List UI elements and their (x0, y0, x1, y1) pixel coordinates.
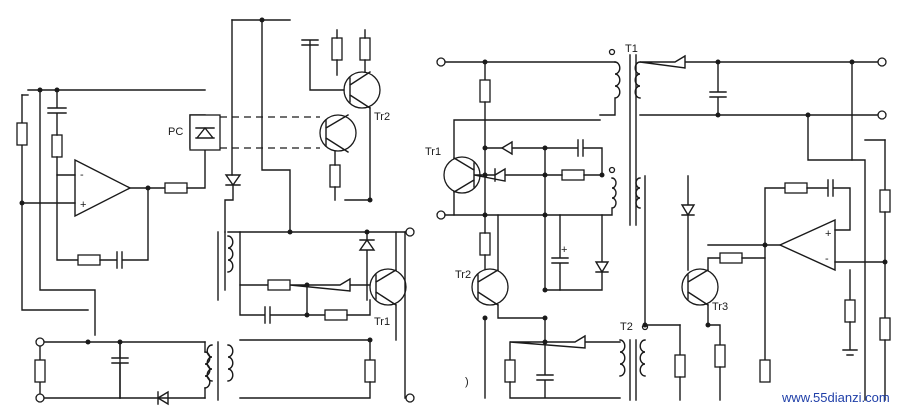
terminal-right-in-top (436, 57, 446, 67)
paren-mark: ) (465, 376, 469, 388)
t1-label: T1 (625, 43, 638, 55)
terminal-left-in-top (35, 337, 45, 347)
t2-label: T2 (620, 321, 633, 333)
tr3-label: Tr3 (712, 301, 728, 313)
opamp-right (778, 218, 836, 272)
resistor-opamp-out (759, 359, 771, 383)
resistor-tr3-base (719, 252, 743, 264)
photocoupler-transistor (319, 114, 357, 152)
right-circuit: T1 Tr1 Tr2 (425, 43, 891, 401)
terminal-left-out-top (405, 227, 415, 237)
transistor-tr2-right (471, 268, 509, 306)
cap-plus-label: + (561, 244, 567, 256)
tr1-left-label: Tr1 (374, 316, 390, 328)
resistor-feedback (77, 254, 101, 266)
terminal-left-in-bottom (35, 393, 45, 403)
tr1-right-label: Tr1 (425, 146, 441, 158)
terminal-right-out-top (877, 57, 887, 67)
resistor-t2-primary (504, 359, 516, 383)
resistor-output (164, 182, 188, 194)
resistor-tr2-base (331, 37, 343, 61)
opamp-left-minus: - (80, 169, 84, 181)
resistor-tr2-collector (359, 37, 371, 61)
opamp-right-minus: - (825, 253, 829, 265)
resistor-r2 (51, 134, 63, 158)
transistor-tr3 (681, 268, 719, 306)
tr2-right-label: Tr2 (455, 269, 471, 281)
resistor-r-start (479, 79, 491, 103)
resistor-divider-top (879, 189, 891, 213)
resistor-opamp-ref (844, 299, 856, 323)
opamp-left (74, 158, 132, 218)
resistor-bottom-left (34, 359, 46, 383)
pc-label: PC (168, 126, 183, 138)
resistor-tr1-feedback (324, 309, 348, 321)
resistor-tr1-right-base (561, 169, 585, 181)
resistor-tr1-emitter (364, 359, 376, 383)
resistor-tr3-emitter (714, 344, 726, 368)
terminal-left-out-bottom (405, 393, 415, 403)
resistor-t2-secondary (674, 354, 686, 378)
left-circuit: - + PC Tr2 (16, 17, 415, 406)
terminal-right-out-bottom (877, 110, 887, 120)
transistor-tr1-left (369, 268, 407, 306)
watermark-text: www.55dianzi.com (781, 390, 890, 405)
opamp-left-plus: + (80, 199, 86, 211)
resistor-pc (329, 164, 341, 188)
resistor-tr2-right-base (479, 232, 491, 256)
tr2-left-label: Tr2 (374, 111, 390, 123)
resistor-r1 (16, 122, 28, 146)
opamp-right-plus: + (825, 228, 831, 240)
resistor-divider-bottom (879, 317, 891, 341)
terminal-right-in-bottom (436, 210, 446, 220)
resistor-opamp-feedback (784, 182, 808, 194)
resistor-tr1-bias (267, 279, 291, 291)
photocoupler-led (189, 114, 221, 151)
